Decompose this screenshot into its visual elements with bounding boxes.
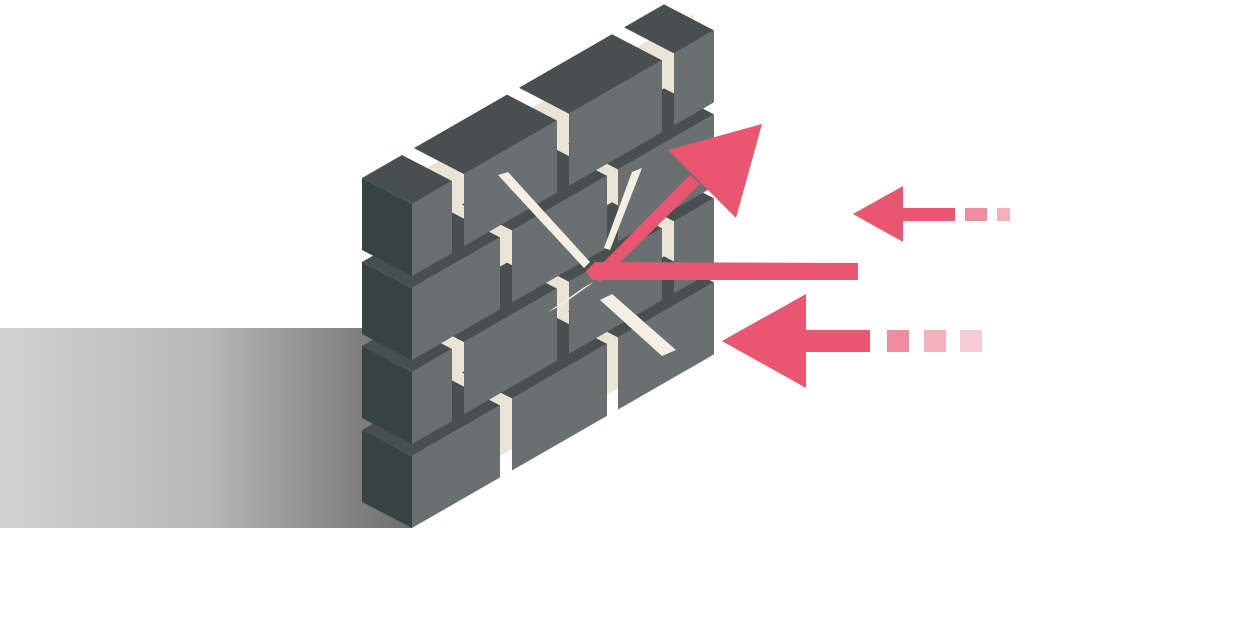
reflected-arrow-icon	[586, 124, 858, 282]
brick	[569, 228, 662, 354]
brick-side	[362, 262, 412, 360]
brick	[412, 237, 500, 360]
incoming-arrow-icon	[853, 186, 1010, 242]
brick	[464, 288, 557, 415]
crack-icon	[600, 294, 676, 356]
crack-icon	[604, 168, 642, 250]
crack-icon	[548, 282, 594, 312]
brick	[412, 181, 452, 276]
brick	[512, 343, 607, 471]
crack-icon	[498, 172, 590, 268]
brick	[674, 30, 714, 126]
incoming-arrow-icon	[722, 294, 982, 388]
brick-side	[362, 178, 412, 276]
brick	[412, 405, 500, 528]
brick-top	[624, 4, 714, 54]
wall-shadow	[0, 328, 412, 528]
brick-top	[414, 94, 557, 175]
brick-side	[362, 430, 412, 528]
crack-lines	[498, 168, 676, 356]
brick-top	[519, 34, 662, 114]
brick-top	[362, 155, 452, 204]
brick-side	[362, 346, 412, 444]
brick	[569, 60, 662, 186]
brick	[412, 349, 452, 444]
